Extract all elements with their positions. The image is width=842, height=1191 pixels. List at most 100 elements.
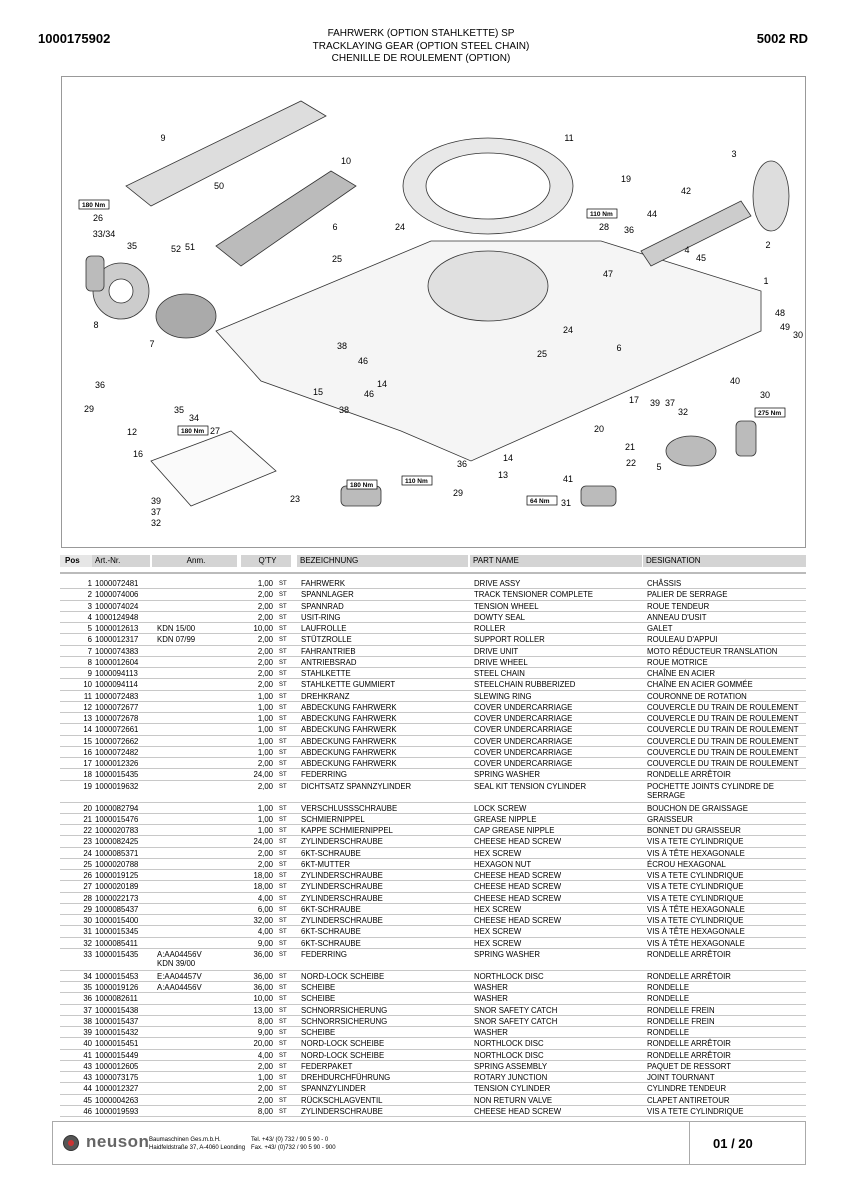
cell-des: ROUE MOTRICE [647, 657, 708, 667]
cell-qty: 2,00 [257, 669, 273, 678]
cell-des: COUVERCLE DU TRAIN DE ROULEMENT [647, 725, 799, 735]
cell-pos: 8 [87, 657, 92, 667]
steel-chain-drawing [125, 100, 327, 207]
cell-bez: RÜCKSCHLAGVENTIL [301, 1095, 383, 1105]
callout-label: 38 [339, 405, 349, 415]
cell-des: RONDELLE FREIN [647, 1005, 715, 1015]
cell-bez: 6KT-SCHRAUBE [301, 848, 361, 858]
cell-art: 1000074006 [95, 590, 139, 600]
cell-unit: ST [279, 1086, 287, 1093]
cell-pn: WASHER [474, 983, 508, 992]
cell-pn: ROTARY JUNCTION [474, 1073, 548, 1082]
cell-qty: 6,00 [257, 904, 273, 914]
cell-art: 1000019125 [95, 871, 139, 880]
cell-qty: 2,00 [257, 781, 273, 791]
cell-qty: 2,00 [257, 759, 273, 768]
cell-des: RONDELLE ARRÊTOIR [647, 949, 731, 959]
cell-pos: 19 [83, 781, 92, 791]
torque-box [586, 208, 618, 219]
cell-unit: ST [279, 1108, 287, 1115]
col-des: DESIGNATION [643, 555, 806, 567]
callout-label: 27 [210, 426, 220, 436]
cell-des: RONDELLE ARRÊTOIR [647, 770, 731, 780]
cell-bez: SCHEIBE [301, 1028, 336, 1037]
cell-art: 1000015449 [95, 1050, 139, 1060]
cell-pos: 45 [83, 1095, 92, 1105]
cell-bez: FEDERRING [301, 949, 347, 959]
doc-number: 1000175902 [38, 31, 111, 46]
callout-label: 46 [358, 356, 368, 366]
company-line2: Haidfeldstraße 37, A-4060 Leonding [149, 1144, 246, 1151]
cell-art: 1000019632 [95, 781, 139, 791]
cell-qty: 1,00 [257, 826, 273, 835]
callout-label: 22 [626, 458, 636, 468]
callout-label: 50 [214, 181, 224, 191]
cell-art: 1000004263 [95, 1095, 139, 1105]
cell-pos: 32 [83, 938, 92, 948]
cell-unit: ST [279, 873, 287, 879]
cell-art: 1000015400 [95, 916, 139, 925]
cell-pos: 5 [87, 624, 92, 633]
cell-des: CYLINDRE TENDEUR [647, 1084, 727, 1094]
cell-pn: COVER UNDERCARRIAGE [474, 725, 573, 735]
cell-pos: 10 [83, 680, 92, 690]
page-title: FAHRWERK (OPTION STAHLKETTE) SP TRACKLAY… [200, 28, 642, 66]
cell-pos: 13 [83, 714, 92, 723]
cell-unit: ST [279, 1052, 287, 1059]
callout-label: 9 [160, 133, 165, 143]
cell-pn: SEAL KIT TENSION CYLINDER [474, 781, 587, 791]
cell-pos: 7 [87, 646, 92, 656]
cell-unit: ST [279, 727, 287, 734]
cell-qty: 20,00 [253, 1039, 273, 1049]
cell-pos: 22 [83, 826, 92, 835]
cell-pos: 28 [83, 893, 92, 903]
cell-des: VIS A TETE CYLINDRIQUE [647, 837, 744, 847]
cell-pn: STEELCHAIN RUBBERIZED [474, 680, 576, 690]
cell-bez: DREHKRANZ [301, 691, 350, 701]
cell-pn: TENSION WHEEL [474, 601, 539, 611]
cell-des: RONDELLE ARRÊTOIR [647, 1050, 731, 1060]
cell-pos: 16 [83, 747, 92, 757]
callout-label: 32 [678, 407, 688, 417]
cell-art: 1000012605 [95, 1061, 139, 1071]
cell-pn: COVER UNDERCARRIAGE [474, 759, 573, 768]
cell-unit: ST [279, 895, 287, 902]
cell-pos: 43 [83, 1061, 92, 1071]
cell-pn: COVER UNDERCARRIAGE [474, 747, 573, 757]
callout-label: 29 [453, 488, 463, 498]
cell-pn: CHEESE HEAD SCREW [474, 1106, 562, 1116]
cell-qty: 10,00 [253, 624, 273, 633]
tension-cylinder-drawing [640, 200, 752, 267]
callout-label: 44 [647, 209, 657, 219]
callout-label: 21 [625, 442, 635, 452]
cell-art: 1000012327 [95, 1084, 139, 1094]
cell-bez: DREHDURCHFÜHRUNG [301, 1073, 391, 1082]
cell-bez: ZYLINDERSCHRAUBE [301, 1106, 383, 1116]
cell-pos: 46 [83, 1106, 92, 1116]
cell-bez: KAPPE SCHMIERNIPPEL [301, 826, 393, 835]
cell-pos: 6 [87, 635, 92, 645]
cell-bez: 6KT-MUTTER [301, 859, 350, 869]
cell-pos: 35 [83, 983, 92, 992]
cell-unit: ST [279, 828, 287, 834]
callout-label: 24 [563, 325, 573, 335]
callout-label: 45 [696, 253, 706, 263]
cell-des: RONDELLE [647, 983, 690, 992]
callout-label: 20 [594, 424, 604, 434]
cell-unit: ST [279, 1007, 287, 1014]
cell-qty: 2,00 [257, 1095, 273, 1105]
cell-bez: NORD-LOCK SCHEIBE [301, 1039, 385, 1049]
cell-pn: COVER UNDERCARRIAGE [474, 736, 573, 746]
cell-des: JOINT TOURNANT [647, 1073, 715, 1082]
cell-pos: 1 [87, 579, 92, 588]
